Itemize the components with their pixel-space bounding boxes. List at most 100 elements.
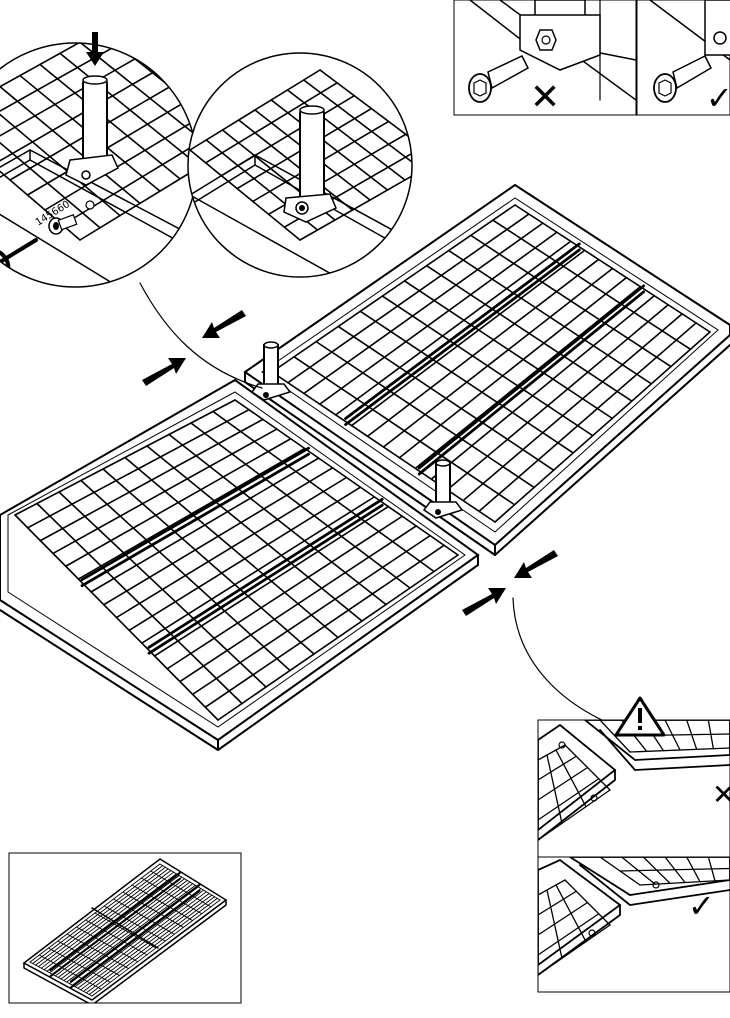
bolt-detail-incorrect: ✕: [453, 0, 637, 118]
grid-wire: [538, 879, 566, 896]
grid-wire: [88, 897, 218, 995]
grid-wire: [382, 267, 614, 448]
grid-wire: [189, 69, 321, 151]
grid-wire: [538, 755, 577, 781]
grid-wire: [153, 505, 390, 657]
grid-wire: [446, 303, 670, 491]
grid-wire: [64, 437, 292, 568]
grid-wire: [204, 544, 445, 708]
bolt-icon: [48, 214, 78, 235]
assembled-shelf-thumbnail: [8, 852, 242, 1004]
bolt-icon: [468, 55, 529, 103]
grid-wire: [398, 276, 628, 459]
connector-post-bottom: [422, 459, 464, 519]
grid-wire: [43, 871, 175, 971]
grid-wire: [494, 331, 711, 523]
grid-wire: [334, 240, 572, 416]
grid-wire: [319, 69, 412, 161]
grid-wire: [38, 868, 169, 968]
grid-wire: [77, 891, 207, 989]
grid-wire: [639, 879, 730, 886]
grid-wire: [204, 82, 338, 164]
grid-wire: [90, 457, 320, 593]
grid-wire: [0, 43, 139, 136]
grid-wire: [302, 79, 412, 171]
grid-wire: [115, 476, 348, 619]
grid-wire: [299, 159, 412, 241]
grid-wire: [366, 258, 600, 438]
cross-icon: ✕: [712, 778, 730, 811]
grid-wire: [63, 883, 194, 981]
grid-wire: [462, 313, 683, 502]
grid-wire: [619, 867, 730, 872]
left-shelf-panel: [0, 378, 480, 751]
grid-wire: [318, 231, 558, 405]
grid-wire: [14, 399, 236, 516]
check-icon: ✓: [688, 887, 715, 925]
grid-wire: [141, 496, 376, 644]
support-beam: [147, 497, 384, 649]
grid-wire: [629, 747, 730, 753]
grid-wire: [26, 408, 250, 529]
push-arrow-icon: [142, 358, 186, 386]
down-arrow-icon: [86, 32, 104, 66]
grid-wire: [270, 99, 389, 191]
grid-wire: [52, 428, 278, 555]
grid-wire: [286, 89, 406, 181]
grid-wire: [166, 515, 404, 670]
grid-wire: [191, 534, 431, 696]
check-icon: ✓: [706, 79, 730, 117]
grid-wire: [79, 129, 197, 241]
grid-wire: [57, 879, 188, 978]
grid-wire: [538, 766, 589, 801]
grid-wire: [538, 901, 589, 936]
grid-wire: [287, 213, 530, 384]
grid-wire: [538, 913, 600, 956]
push-arrow-icon: [514, 550, 558, 578]
support-beam: [69, 883, 201, 983]
support-beam: [69, 889, 201, 989]
grid-wire: [478, 322, 697, 513]
grid-wire: [80, 893, 210, 991]
detail-circle-bolt-fastened: [187, 52, 413, 278]
grid-wire: [40, 870, 172, 969]
support-beam: [344, 248, 581, 426]
grid-wire: [303, 222, 544, 395]
push-arrow-icon: [462, 588, 506, 616]
grid-wire: [179, 525, 417, 683]
grid-wire: [350, 249, 586, 427]
grid-wire: [0, 43, 121, 121]
grid-wire: [128, 486, 362, 632]
bolt-icon: [653, 54, 712, 103]
grid-wire: [46, 873, 177, 972]
grid-wire: [217, 554, 459, 721]
grid-wire: [91, 899, 221, 997]
support-beam: [417, 290, 646, 476]
left-panel-grid: [14, 399, 459, 721]
grid-wire: [29, 863, 161, 963]
grid-wire: [26, 87, 197, 196]
grid-wire: [538, 778, 600, 821]
grid-wire: [83, 894, 213, 992]
grid-wire: [538, 890, 577, 916]
support-beam: [49, 877, 181, 978]
support-beam: [80, 452, 310, 588]
push-arrow-icon: [202, 310, 246, 338]
grid-wire: [414, 285, 642, 470]
grid-wire: [39, 418, 264, 542]
grid-wire: [74, 889, 205, 988]
grid-wire: [32, 865, 164, 964]
grid-wire: [54, 878, 185, 977]
right-panel-grid: [271, 204, 711, 523]
support-beam: [417, 284, 646, 470]
warning-icon: [614, 696, 666, 737]
support-beam: [344, 242, 581, 420]
support-beam: [80, 446, 310, 582]
support-beam: [147, 503, 384, 655]
detail-circle-bolt-insert: 145660: [0, 32, 198, 288]
grid-wire: [49, 875, 180, 974]
grid-wire: [85, 896, 215, 994]
grid-wire: [60, 881, 191, 980]
grid-wire: [189, 149, 301, 241]
